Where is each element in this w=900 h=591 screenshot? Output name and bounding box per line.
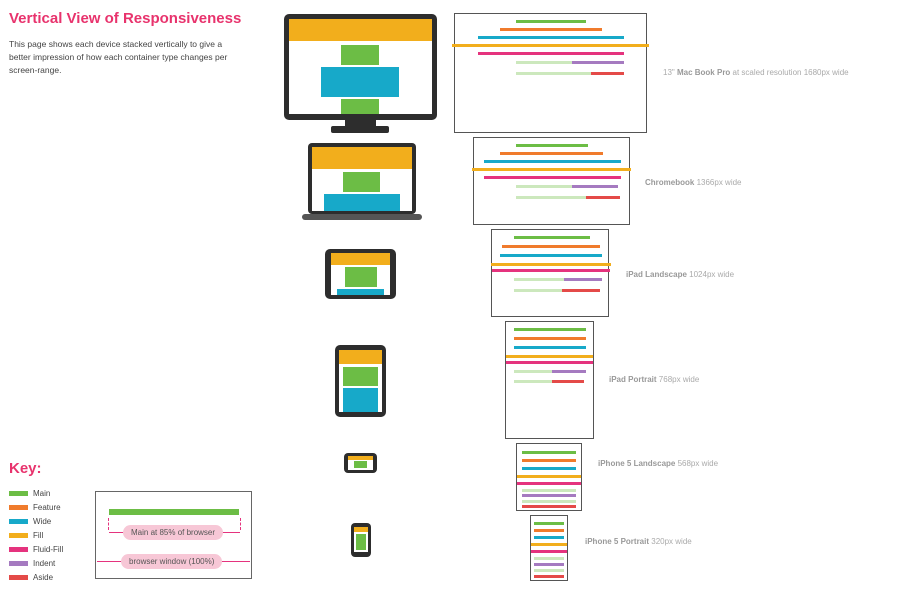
bar-aside [591,72,624,75]
device-label-chromebook: Chromebook 1366px wide [645,178,742,187]
bar-main [516,144,588,147]
example-main-bracket-right [240,518,241,530]
key-item-feature: Feature [9,503,61,512]
key-example-box: Main at 85% of browser browser window (1… [95,491,252,579]
bar-main [514,328,586,331]
bar-main-light [516,196,586,199]
bar-fill [506,355,593,358]
bar-fluid-fill [517,482,581,485]
bar-aside [522,505,576,508]
key-item-fill: Fill [9,531,43,540]
key-title: Key: [9,460,42,477]
layout-panel-iphone-portrait [530,515,568,581]
bar-feature [502,245,600,248]
device-label-macbook: 13" Mac Book Pro at scaled resolution 16… [663,68,849,77]
bar-aside [552,380,584,383]
layout-panel-macbook [452,13,649,133]
bar-main-light [516,72,591,75]
bar-main-light [514,370,552,373]
bar-wide [478,36,624,39]
bar-main-light [534,557,564,560]
bar-fill [491,263,611,266]
bar-main [514,236,590,239]
bar-wide [484,160,621,163]
key-item-wide: Wide [9,517,51,526]
bar-feature [514,337,586,340]
bar-indent [572,61,624,64]
swatch-fluid-fill [9,547,28,553]
key-item-fluid-fill: Fluid-Fill [9,545,63,554]
bar-fluid-fill [484,176,621,179]
bar-aside [562,289,600,292]
swatch-indent [9,561,28,567]
example-main-bracket-left [108,518,109,530]
swatch-main [9,491,28,497]
example-window-label: browser window (100%) [121,554,223,569]
bar-aside [586,196,620,199]
bar-main-light [522,489,576,492]
intro-text: This page shows each device stacked vert… [9,39,228,75]
layout-panel-ipad-landscape [491,229,611,317]
page-title: Vertical View of Responsiveness [9,10,242,27]
swatch-wide [9,519,28,525]
bar-main-light [522,500,576,503]
swatch-feature [9,505,28,511]
laptop-icon [302,143,422,220]
bar-indent [572,185,618,188]
bar-fluid-fill [531,550,567,553]
example-main-label: Main at 85% of browser [123,525,224,540]
bar-main-light [514,278,564,281]
bar-main [522,451,576,454]
phone-portrait-icon [351,523,371,557]
device-label-ipad-portrait: iPad Portrait 768px wide [609,375,700,384]
layout-panel-ipad-portrait [505,321,594,439]
key-item-indent: Indent [9,559,55,568]
bar-main-light [534,569,564,572]
device-label-ipad-landscape: iPad Landscape 1024px wide [626,270,735,279]
bar-wide [522,467,576,470]
bar-feature [534,529,564,532]
layout-panel-chromebook [472,137,631,225]
phone-landscape-icon [344,453,377,473]
layout-panel-iphone-landscape [516,443,582,511]
device-label-iphone-portrait: iPhone 5 Portrait 320px wide [585,537,692,546]
desktop-monitor-icon [284,14,437,133]
bar-indent [534,563,564,566]
bar-wide [534,536,564,539]
bar-wide [514,346,586,349]
bar-fluid-fill [506,361,593,364]
bar-main [516,20,586,23]
bar-indent [564,278,602,281]
bar-main-light [516,61,572,64]
swatch-fill [9,533,28,539]
device-label-iphone-landscape: iPhone 5 Landscape 568px wide [598,459,719,468]
bar-feature [500,152,603,155]
bar-main-light [514,380,552,383]
bar-fill [472,168,631,171]
bar-main [534,522,564,525]
bar-fill [517,475,581,478]
bar-feature [522,459,576,462]
key-item-aside: Aside [9,573,53,582]
bar-indent [552,370,586,373]
bar-aside [534,575,564,578]
example-main-bar [109,509,239,515]
tablet-portrait-icon [335,345,386,417]
swatch-aside [9,575,28,581]
bar-fluid-fill [492,269,610,272]
key-item-main: Main [9,489,50,498]
bar-fill [531,543,567,546]
tablet-landscape-icon [325,249,396,299]
bar-wide [500,254,602,257]
bar-fluid-fill [478,52,624,55]
bar-fill [452,44,649,47]
bar-main-light [516,185,572,188]
bar-feature [500,28,602,31]
bar-indent [522,494,576,497]
bar-main-light [514,289,562,292]
